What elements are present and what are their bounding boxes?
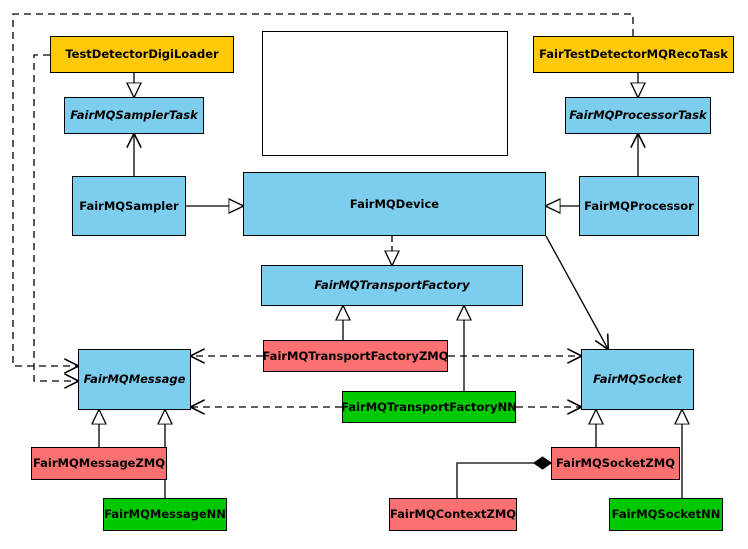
class-node-fairmqsocketzmq[interactable]: FairMQSocketZMQ <box>551 447 680 480</box>
edge-device-to-socket <box>545 235 608 349</box>
class-label: FairMQTransportFactoryZMQ <box>262 348 449 363</box>
class-label: FairMQSocketZMQ <box>556 456 675 471</box>
class-node-fairmqdevice[interactable]: FairMQDevice <box>243 172 546 236</box>
class-label: FairMQContextZMQ <box>389 507 517 522</box>
legend-panel <box>262 31 508 156</box>
class-label: FairTestDetectorMQRecoTask <box>539 47 728 62</box>
class-label: FairMQMessageZMQ <box>32 456 166 471</box>
class-node-fairmqtransportfactoryzmq[interactable]: FairMQTransportFactoryZMQ <box>262 340 449 372</box>
class-node-fairmqprocessor[interactable]: FairMQProcessor <box>579 176 699 236</box>
class-node-fairmqmessagezmq[interactable]: FairMQMessageZMQ <box>31 447 167 480</box>
class-node-fairmqsampler[interactable]: FairMQSampler <box>72 176 186 236</box>
class-node-fairmqsamplertask[interactable]: FairMQSamplerTask <box>64 97 204 134</box>
class-label: FairMQTransportFactoryNN <box>341 399 517 414</box>
class-label: FairMQSamplerTask <box>70 108 198 123</box>
edge-socketzmq-composes-contextzmq <box>456 463 551 498</box>
class-label: FairMQSampler <box>79 198 179 213</box>
class-node-fairtestdetectormqrecotask[interactable]: FairTestDetectorMQRecoTask <box>533 36 734 73</box>
class-node-testdetectordigiloader[interactable]: TestDetectorDigiLoader <box>50 36 234 73</box>
class-label: FairMQProcessor <box>584 198 694 213</box>
class-node-fairmqprocessortask[interactable]: FairMQProcessorTask <box>565 97 711 134</box>
class-label: FairMQMessageNN <box>104 507 226 522</box>
class-label: FairMQTransportFactory <box>314 278 470 293</box>
class-label: FairMQDevice <box>349 196 440 211</box>
class-node-fairmqtransportfactory[interactable]: FairMQTransportFactory <box>261 265 523 306</box>
class-node-fairmqmessagenn[interactable]: FairMQMessageNN <box>103 498 227 531</box>
class-label: TestDetectorDigiLoader <box>65 47 219 62</box>
class-node-fairmqtransportfactorynn[interactable]: FairMQTransportFactoryNN <box>341 391 517 423</box>
class-node-fairmqsocketnn[interactable]: FairMQSocketNN <box>609 498 723 531</box>
class-node-fairmqcontextzmq[interactable]: FairMQContextZMQ <box>389 498 517 531</box>
class-node-fairmqsocket[interactable]: FairMQSocket <box>581 349 694 410</box>
class-label: FairMQSocketNN <box>611 507 721 522</box>
class-label: FairMQProcessorTask <box>569 108 707 123</box>
class-node-fairmqmessage[interactable]: FairMQMessage <box>78 349 191 410</box>
class-label: FairMQSocket <box>593 372 682 387</box>
class-label: FairMQMessage <box>83 372 186 387</box>
